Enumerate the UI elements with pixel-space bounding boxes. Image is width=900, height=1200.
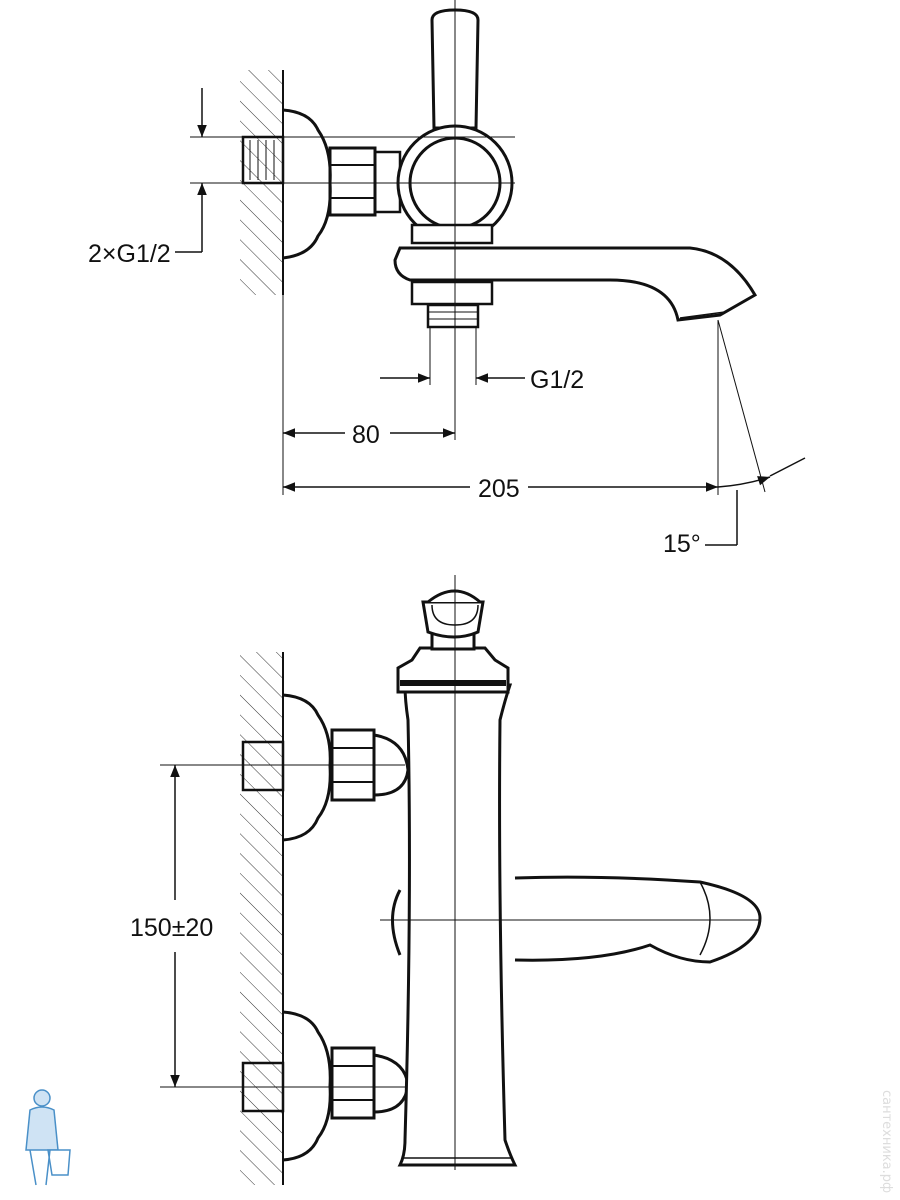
label-inlets: 2×G1/2	[88, 240, 171, 268]
dim-angle: 15°	[663, 530, 701, 558]
flange-lower	[282, 1010, 332, 1162]
plumber-logo	[25, 1089, 71, 1186]
label-outlet: G1/2	[530, 366, 584, 394]
center-lines-front	[160, 575, 760, 1170]
dim-spout: 205	[478, 475, 520, 503]
top-view-labels: 2×G1/2 G1/2 80 205 15°	[88, 240, 701, 558]
flange-upper	[282, 693, 332, 842]
inlet-thread-upper	[241, 740, 285, 792]
spout-top	[393, 246, 758, 322]
watermark: сантехника.рф	[879, 1090, 894, 1194]
flange-top	[282, 108, 332, 260]
body-front	[397, 683, 518, 1167]
knob	[421, 600, 485, 639]
front-view	[160, 575, 762, 1185]
dim-inlet-spacing: 150±20	[130, 914, 213, 942]
wall-hatch-front	[240, 652, 283, 1185]
dim-axis: 80	[352, 421, 380, 449]
hex-nut-lower	[330, 1046, 376, 1120]
hex-nut-top	[328, 146, 377, 217]
connector	[410, 280, 494, 306]
outlet-thread	[426, 303, 480, 329]
top-view	[175, 0, 806, 546]
